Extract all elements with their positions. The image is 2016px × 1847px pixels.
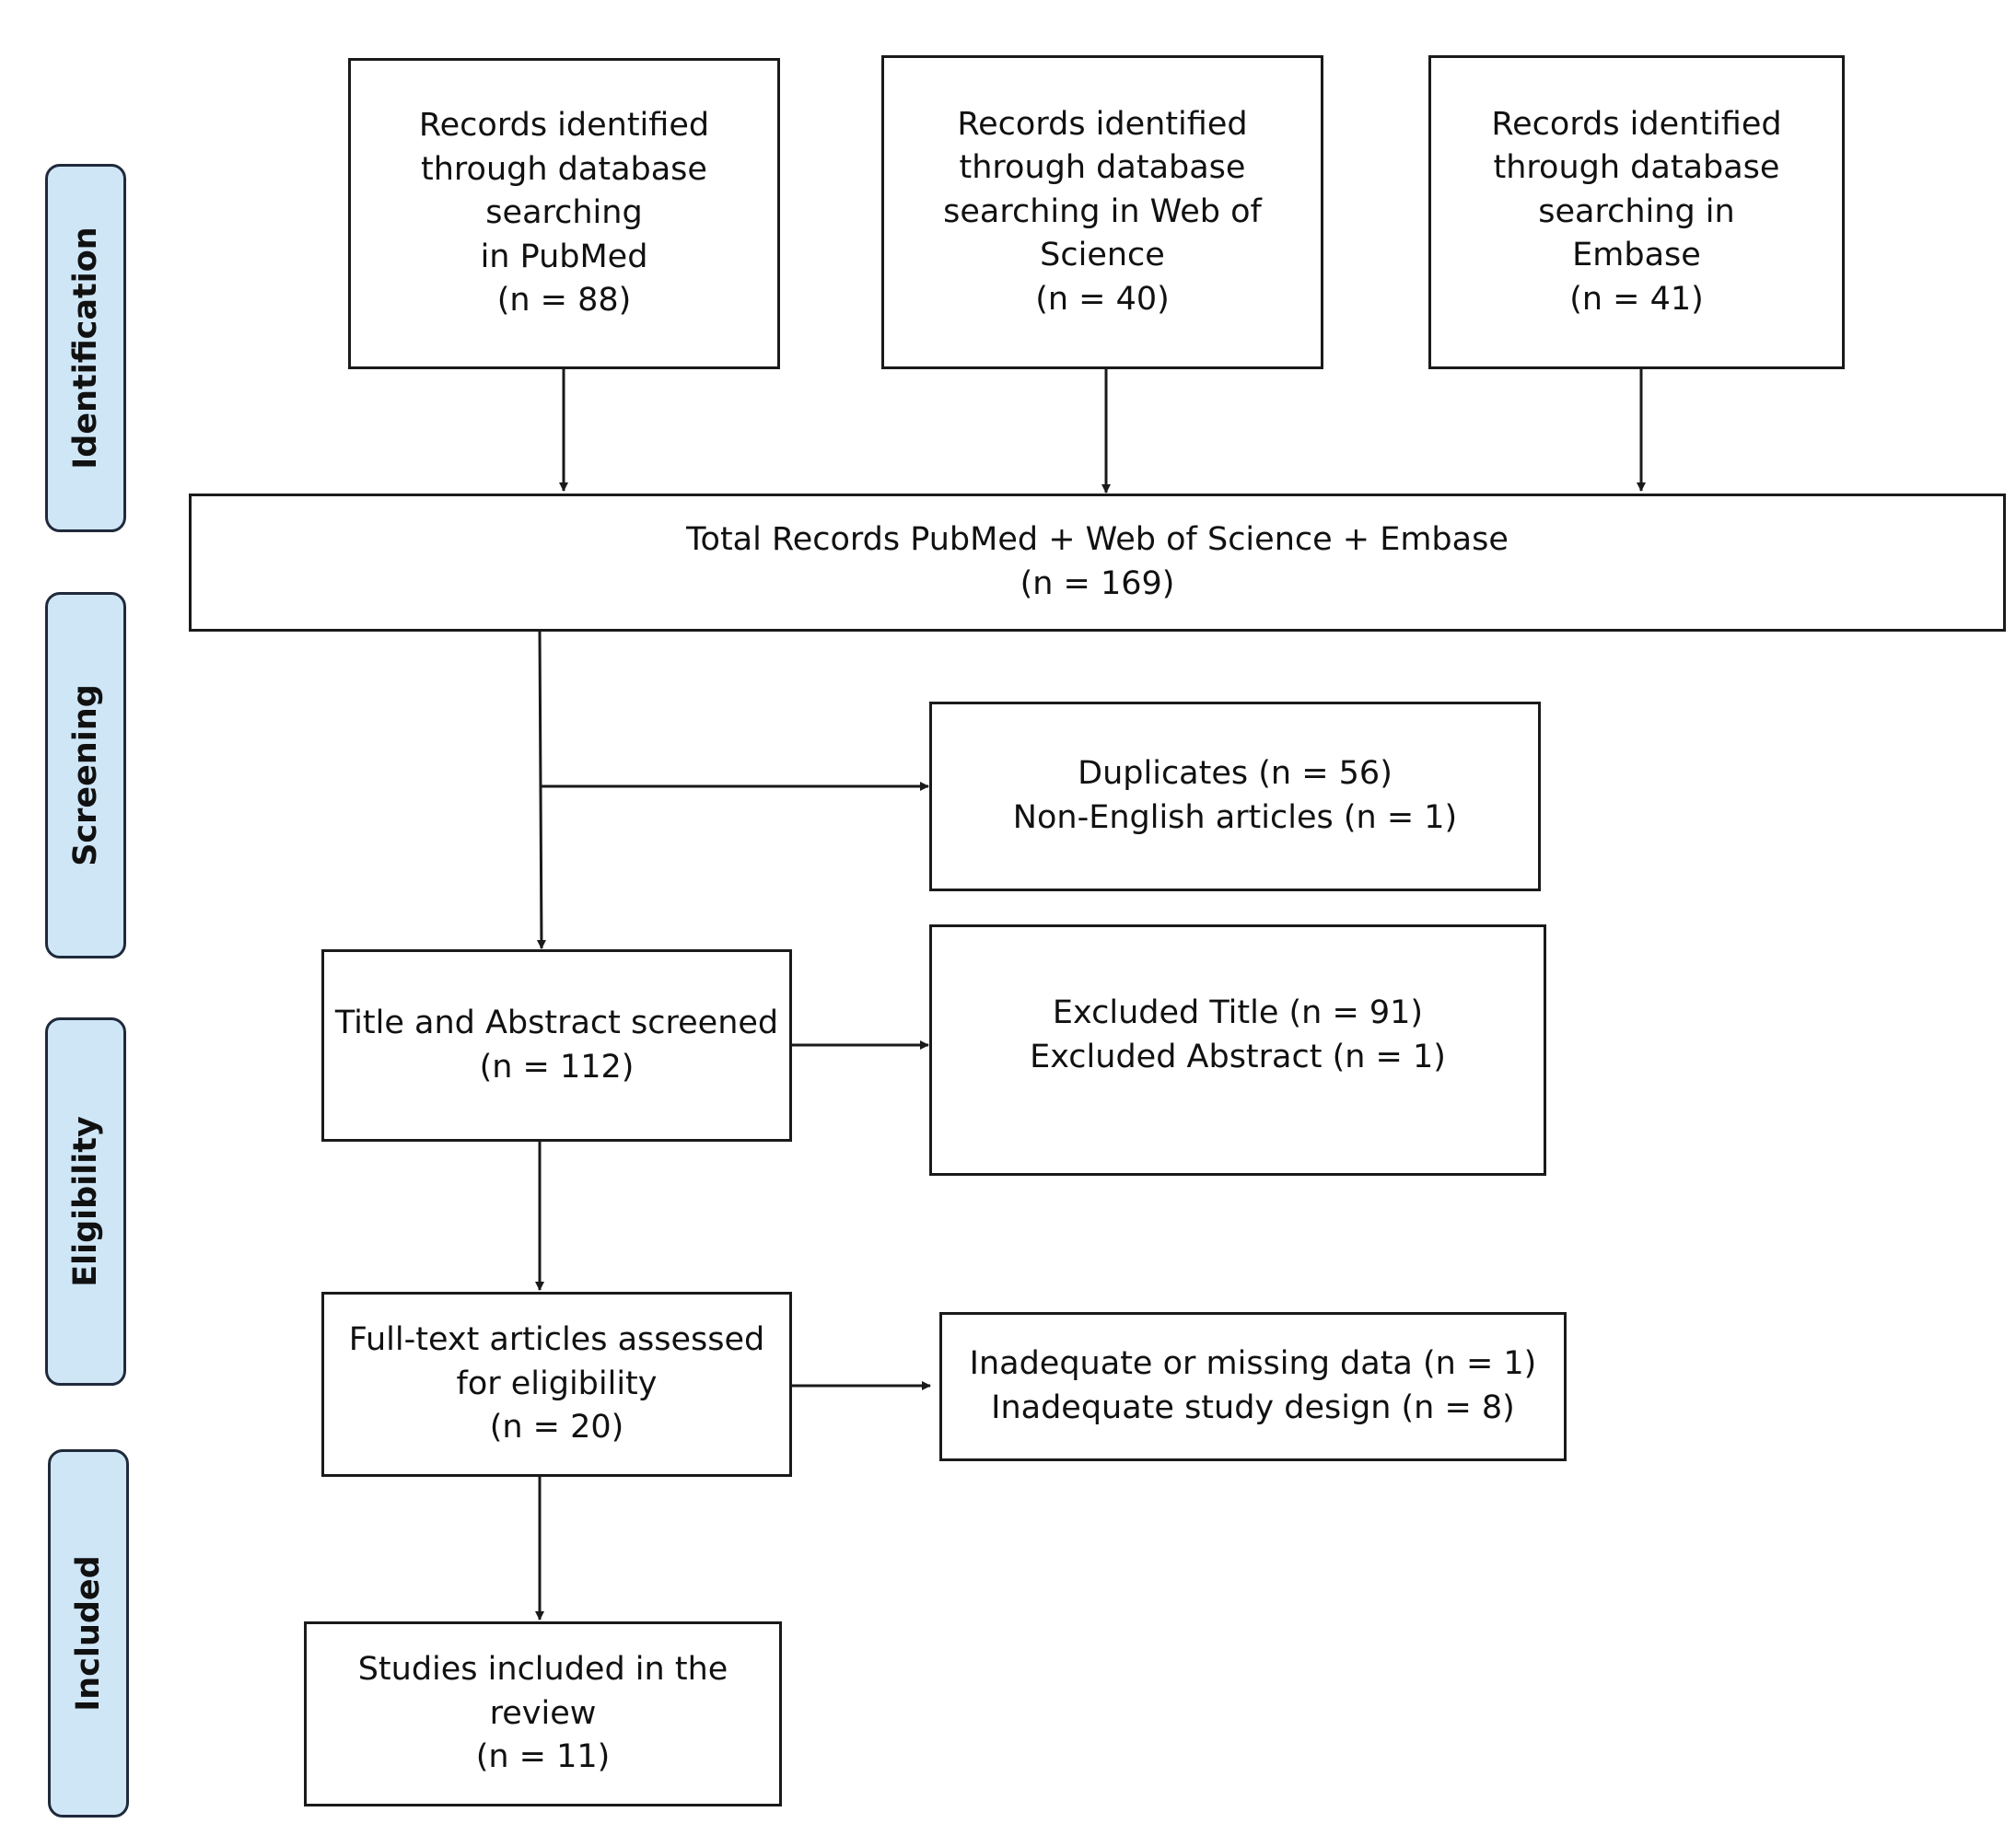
box-embase-records: Records identified through database sear…: [1428, 55, 1845, 369]
phase-eligibility: Eligibility: [45, 1017, 126, 1386]
box-full-text-line: for eligibility: [456, 1365, 658, 1402]
box-title-abstract-line: Title and Abstract screened: [334, 1004, 779, 1041]
box-embase-line: Records identified: [1491, 105, 1782, 143]
box-title-abstract-screened: Title and Abstract screened (n = 112): [321, 949, 792, 1142]
box-title-abstract-count: (n = 112): [479, 1048, 635, 1086]
box-wos-line: Records identified: [957, 105, 1248, 143]
box-included-count: (n = 11): [475, 1738, 611, 1776]
arrow-total-to-title-abstract: [536, 630, 546, 949]
box-wos-count: (n = 40): [1035, 280, 1170, 318]
box-total-line: Total Records PubMed + Web of Science + …: [686, 521, 1509, 559]
box-duplicates-removed: Duplicates (n = 56) Non-English articles…: [929, 702, 1541, 891]
box-total-count: (n = 169): [1020, 565, 1175, 602]
box-web-of-science-records: Records identified through database sear…: [881, 55, 1323, 369]
box-wos-line: through database: [959, 149, 1246, 187]
box-excluded-abstract-line: Excluded Abstract (n = 1): [1030, 1038, 1446, 1075]
box-full-text-excluded: Inadequate or missing data (n = 1) Inade…: [939, 1312, 1567, 1461]
box-wos-line: Science: [1040, 237, 1165, 274]
box-full-text-assessed: Full-text articles assessed for eligibil…: [321, 1292, 792, 1477]
box-embase-line: through database: [1493, 149, 1780, 187]
phase-screening: Screening: [45, 592, 126, 958]
box-embase-line: searching in: [1538, 192, 1735, 230]
box-pubmed-line: in PubMed: [480, 238, 648, 275]
box-studies-included: Studies included in the review (n = 11): [304, 1621, 782, 1806]
phase-included: Included: [48, 1449, 129, 1818]
box-pubmed-line: through database: [421, 150, 707, 188]
box-pubmed-records: Records identified through database sear…: [348, 58, 780, 369]
box-full-text-count: (n = 20): [489, 1409, 624, 1446]
box-embase-count: (n = 41): [1569, 280, 1704, 318]
box-excluded-title-line: Excluded Title (n = 91): [1052, 994, 1424, 1031]
box-pubmed-line: searching: [485, 194, 643, 232]
box-total-records: Total Records PubMed + Web of Science + …: [189, 494, 2006, 632]
box-non-english-line: Non-English articles (n = 1): [1012, 799, 1458, 836]
box-duplicates-line: Duplicates (n = 56): [1078, 755, 1393, 793]
box-included-line: review: [489, 1694, 597, 1732]
box-pubmed-count: (n = 88): [496, 282, 632, 319]
box-pubmed-line: Records identified: [418, 107, 710, 145]
box-included-line: Studies included in the: [357, 1651, 728, 1689]
box-study-design-line: Inadequate study design (n = 8): [991, 1389, 1515, 1426]
box-missing-data-line: Inadequate or missing data (n = 1): [969, 1345, 1537, 1383]
box-wos-line: searching in Web of: [943, 192, 1262, 230]
box-excluded-records: Excluded Title (n = 91) Excluded Abstrac…: [929, 924, 1546, 1176]
box-embase-line: Embase: [1572, 237, 1701, 274]
phase-identification: Identification: [45, 164, 126, 532]
box-full-text-line: Full-text articles assessed: [348, 1321, 765, 1359]
